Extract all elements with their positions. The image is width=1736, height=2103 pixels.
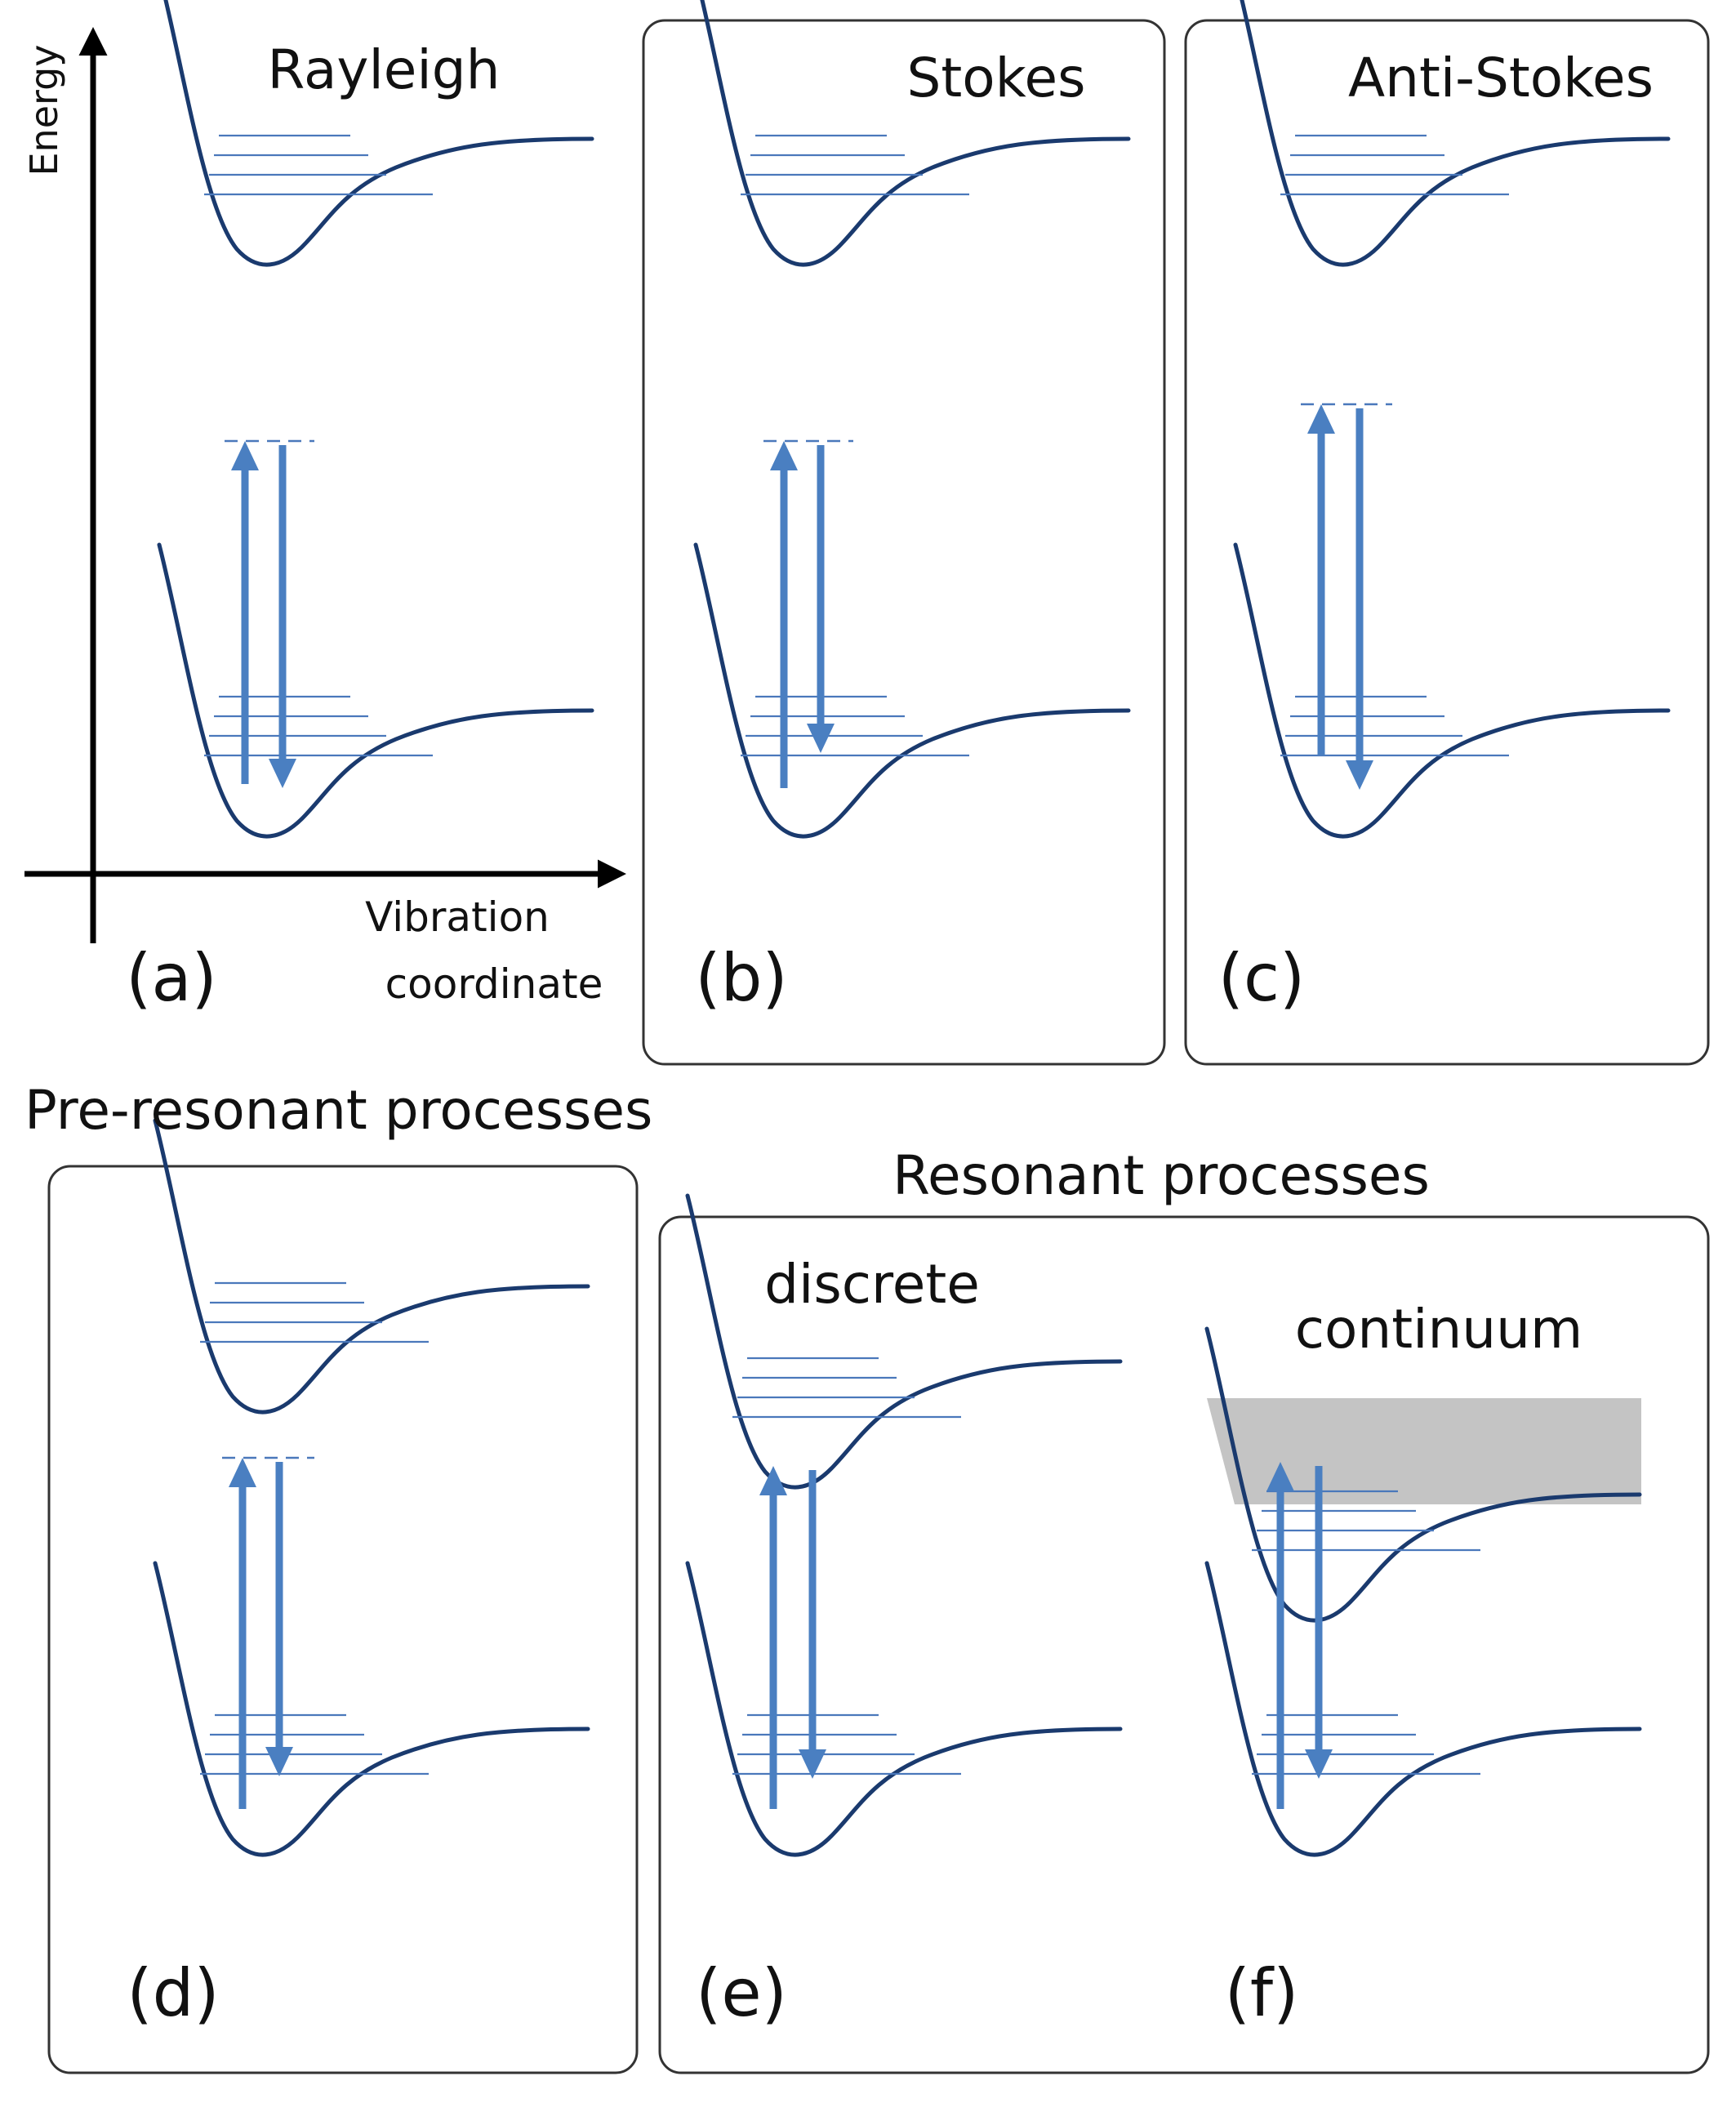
panel-b-excitation-head	[770, 441, 798, 470]
panel-c-frame	[1184, 19, 1710, 1066]
panel-f-upper-curve	[1204, 1326, 1642, 1623]
panel-f-title: continuum	[1295, 1298, 1583, 1361]
panel-b-emission-head	[807, 724, 835, 753]
panel-a-emission-head	[269, 759, 296, 788]
panel-e-upper-curve	[685, 1193, 1123, 1490]
panel-e-tag: (e)	[696, 1955, 787, 2031]
panel-d-lower-curve	[153, 1561, 590, 1857]
panel-c-upper-curve	[1240, 0, 1671, 267]
pre-resonant-label: Pre-resonant processes	[24, 1079, 652, 1142]
panel-a-upper-curve	[163, 0, 594, 267]
resonant-label: Resonant processes	[892, 1144, 1430, 1207]
x-axis-label-line1: Vibration	[365, 893, 550, 941]
panel-d-emission-head	[265, 1747, 293, 1776]
potential-curves	[153, 0, 1671, 1857]
panel-b-tag: (b)	[695, 940, 787, 1016]
panel-f-tag: (f)	[1225, 1955, 1299, 2031]
panel-a-tag: (a)	[126, 940, 216, 1016]
panel-c-tag: (c)	[1218, 940, 1305, 1016]
panel-a-lower-curve	[157, 542, 594, 839]
panel-f-excitation-head	[1266, 1462, 1294, 1491]
panel-c-title: Anti-Stokes	[1348, 47, 1654, 109]
panel-e-title: discrete	[764, 1253, 980, 1316]
panel-e-excitation-head	[759, 1466, 787, 1495]
virtual-levels	[222, 403, 1392, 1459]
panel-d-frame	[47, 1165, 639, 2074]
vibrational-levels	[200, 134, 1509, 1776]
panel-e-emission-head	[799, 1749, 826, 1779]
panel-a-title: Rayleigh	[268, 38, 501, 101]
panel-c-lower-curve	[1233, 542, 1671, 839]
panel-b-lower-curve	[693, 542, 1131, 839]
energy-axis-label: Energy	[22, 44, 66, 176]
panel-d-upper-curve	[153, 1118, 590, 1415]
panel-b-title: Stokes	[906, 47, 1085, 109]
panel-ef-frame	[658, 1215, 1710, 2074]
panel-d-excitation-head	[229, 1458, 256, 1487]
panel-d-tag: (d)	[127, 1955, 219, 2031]
panel-b-frame	[642, 19, 1166, 1066]
panel-e-lower-curve	[685, 1561, 1123, 1857]
transition-arrows	[229, 404, 1373, 1809]
panel-f-lower-curve	[1204, 1561, 1642, 1857]
x-axis-label-line2: coordinate	[385, 960, 603, 1008]
panel-f-emission-head	[1305, 1749, 1333, 1779]
panel-b-upper-curve	[700, 0, 1131, 267]
panel-c-excitation-head	[1307, 404, 1335, 434]
panel-c-emission-head	[1346, 760, 1373, 790]
panel-a-excitation-head	[231, 441, 259, 470]
